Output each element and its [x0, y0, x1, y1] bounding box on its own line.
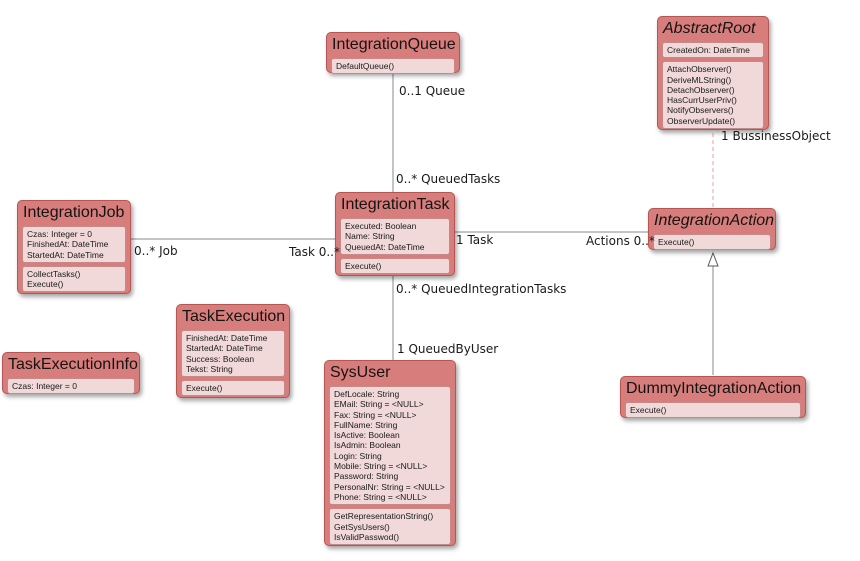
attribute: FinishedAt: DateTime — [27, 239, 109, 250]
class-operations: Execute() — [653, 234, 771, 251]
class-operations: AttachObserver() DeriveMLString() Detach… — [662, 61, 764, 130]
integration-job-class[interactable]: IntegrationJob Czas: Integer = 0 Finishe… — [17, 200, 131, 294]
class-name: SysUser — [330, 364, 391, 381]
task-multiplicity-right-label: 1 Task — [456, 233, 494, 247]
attribute: Czas: Integer = 0 — [12, 381, 77, 391]
queued-tasks-multiplicity-label: 0..* QueuedTasks — [396, 172, 501, 186]
attribute: Password: String — [334, 471, 399, 482]
operation: GetSysUsers() — [334, 521, 390, 532]
attribute: Phone: String = <NULL> — [334, 491, 427, 502]
attribute: Mobile: String = <NULL> — [334, 461, 428, 472]
operation: Execute() — [27, 279, 64, 290]
task-multiplicity-left-label: Task 0..* — [289, 245, 340, 259]
class-operations: Execute() — [340, 257, 450, 275]
class-name: TaskExecution — [182, 308, 286, 325]
attribute: QueuedAt: DateTime — [345, 241, 425, 252]
attribute: DefLocale: String — [334, 389, 400, 399]
class-operations: Execute() — [625, 402, 801, 419]
task-execution-info-class[interactable]: TaskExecutionInfo Czas: Integer = 0 — [2, 352, 140, 395]
operation: Execute() — [345, 260, 382, 271]
integration-queue-class[interactable]: IntegrationQueue DefaultQueue() — [326, 32, 460, 75]
operation: DefaultQueue() — [336, 61, 395, 71]
sys-user-class[interactable]: SysUser DefLocale: String EMail: String … — [324, 360, 456, 546]
class-attributes: Czas: Integer = 0 FinishedAt: DateTime S… — [22, 226, 126, 263]
operation: DetachObserver() — [667, 84, 735, 95]
queued-by-user-label: 1 QueuedByUser — [397, 342, 499, 356]
class-name: DummyIntegrationAction — [626, 380, 802, 397]
attribute: CreatedOn: DateTime — [667, 45, 750, 55]
operation: GetRepresentationString() — [334, 511, 434, 522]
operation: Execute() — [630, 405, 667, 415]
attribute: Tekst: String — [186, 363, 233, 374]
operation: DeriveMLString() — [667, 74, 732, 85]
attribute: StartedAt: DateTime — [27, 249, 104, 260]
operation: NotifyObservers() — [667, 105, 734, 116]
class-attributes: Czas: Integer = 0 — [7, 378, 135, 395]
dummy-integration-action-class[interactable]: DummyIntegrationAction Execute() — [620, 376, 806, 419]
class-name: IntegrationTask — [341, 196, 450, 213]
operation: HasCurrUserPriv() — [667, 95, 737, 106]
attribute: Success: Boolean — [186, 353, 255, 364]
integration-task-class[interactable]: IntegrationTask Executed: Boolean Name: … — [335, 192, 455, 276]
abstract-root-class[interactable]: AbstractRoot CreatedOn: DateTime AttachO… — [657, 16, 769, 130]
generalization-arrowhead — [707, 251, 719, 267]
task-execution-class[interactable]: TaskExecution FinishedAt: DateTime Start… — [176, 304, 290, 398]
class-name: IntegrationAction — [654, 212, 775, 229]
class-name: AbstractRoot — [663, 20, 756, 37]
attribute: FinishedAt: DateTime — [186, 333, 268, 343]
actions-multiplicity-label: Actions 0..* — [586, 234, 655, 248]
attribute: Fax: String = <NULL> — [334, 409, 417, 420]
attribute: StartedAt: DateTime — [186, 343, 263, 354]
operation: CollectTasks() — [27, 268, 81, 279]
operation: Execute() — [186, 383, 223, 394]
attribute: Executed: Boolean — [345, 221, 417, 231]
business-object-label: 1 BussinessObject — [721, 129, 831, 143]
class-operations: DefaultQueue() — [331, 58, 455, 75]
attribute: Czas: Integer = 0 — [27, 229, 92, 239]
class-name: TaskExecutionInfo — [8, 356, 138, 373]
operation: Execute() — [658, 237, 695, 247]
attribute: EMail: String = <NULL> — [334, 399, 424, 410]
class-attributes: DefLocale: String EMail: String = <NULL>… — [329, 386, 451, 506]
operation: ObserverUpdate() — [667, 115, 736, 126]
class-operations: CollectTasks() Execute() — [22, 265, 126, 293]
operation: IsValidPasswod() — [334, 531, 400, 542]
queue-multiplicity-label: 0..1 Queue — [399, 84, 466, 98]
attribute: IsAdmin: Boolean — [334, 440, 401, 451]
attribute: Name: String — [345, 231, 395, 242]
queued-integration-tasks-label: 0..* QueuedIntegrationTasks — [396, 282, 567, 296]
operation: AttachObserver() — [667, 64, 732, 75]
attribute: Login: String — [334, 450, 382, 461]
class-attributes: CreatedOn: DateTime — [662, 42, 764, 59]
attribute: FullName: String — [334, 419, 398, 430]
attribute: PersonalNr: String = <NULL> — [334, 481, 445, 492]
attribute: IsActive: Boolean — [334, 430, 400, 441]
class-attributes: FinishedAt: DateTime StartedAt: DateTime… — [181, 330, 285, 378]
class-attributes: Executed: Boolean Name: String QueuedAt:… — [340, 218, 450, 255]
class-operations: GetRepresentationString() GetSysUsers() … — [329, 508, 451, 546]
class-name: IntegrationJob — [23, 204, 125, 221]
class-name: IntegrationQueue — [332, 36, 456, 53]
job-multiplicity-label: 0..* Job — [134, 244, 178, 258]
integration-action-class[interactable]: IntegrationAction Execute() — [648, 208, 776, 251]
class-operations: Execute() — [181, 380, 285, 397]
